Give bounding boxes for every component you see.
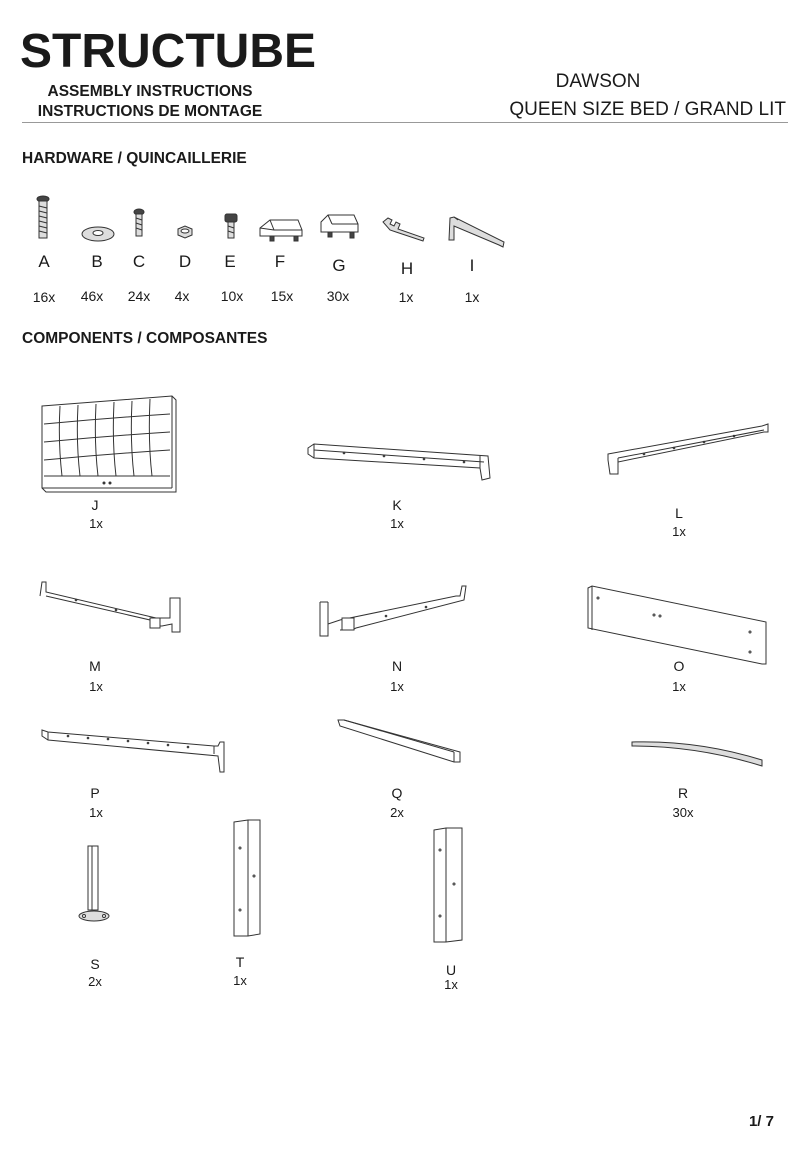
component-qty: 1x: [672, 679, 686, 694]
component-letter: U: [445, 962, 457, 978]
components-title: COMPONENTS / COMPOSANTES: [22, 330, 268, 347]
component-qty: 30x: [672, 805, 694, 820]
center-rail-icon: [39, 581, 181, 633]
component-letter: Q: [391, 785, 403, 801]
component-letter: S: [90, 956, 100, 972]
brand-logo: STRUCTUBE: [20, 25, 316, 78]
component-letter: N: [391, 658, 403, 674]
hardware-letter: G: [332, 256, 346, 275]
headboard-icon: [41, 395, 177, 493]
leg-panel-icon: [433, 827, 463, 943]
component-qty: 1x: [89, 516, 103, 531]
component-qty: 1x: [444, 977, 458, 992]
hardware-letter: A: [38, 252, 50, 271]
hardware-qty: 46x: [80, 288, 104, 304]
leg-panel-icon: [233, 819, 261, 937]
component-qty: 1x: [390, 516, 404, 531]
component-qty: 1x: [672, 524, 686, 539]
component-letter: J: [91, 497, 99, 513]
side-rail-icon: [307, 443, 491, 481]
hardware-qty: 16x: [32, 289, 56, 305]
hardware-qty: 1x: [398, 289, 414, 305]
component-letter: O: [673, 658, 685, 674]
side-rail-icon: [607, 423, 769, 475]
component-qty: 1x: [390, 679, 404, 694]
component-letter: T: [235, 954, 245, 970]
component-qty: 1x: [233, 973, 247, 988]
subtitle-french: INSTRUCTIONS DE MONTAGE: [37, 103, 263, 120]
small-bolt-icon: [133, 208, 145, 237]
hardware-qty: 24x: [127, 288, 151, 304]
hardware-qty: 30x: [326, 288, 350, 304]
bolt-icon: [36, 195, 50, 239]
hardware-letter: D: [178, 252, 192, 271]
component-letter: K: [392, 497, 402, 513]
slat-cap-icon: [320, 214, 359, 239]
hardware-qty: 10x: [220, 288, 244, 304]
hardware-letter: E: [224, 252, 236, 271]
component-qty: 1x: [89, 805, 103, 820]
page-number: 1/ 7: [748, 1113, 774, 1130]
product-description: QUEEN SIZE BED / GRAND LIT: [509, 99, 786, 120]
center-rail-icon: [319, 585, 467, 637]
hardware-letter: H: [400, 259, 414, 278]
support-bar-icon: [337, 719, 461, 763]
component-qty: 2x: [390, 805, 404, 820]
component-letter: L: [675, 505, 683, 521]
component-qty: 2x: [88, 974, 102, 989]
wrench-icon: [382, 217, 425, 242]
washer-icon: [81, 226, 115, 242]
footboard-panel-icon: [587, 585, 767, 665]
cross-bar-icon: [41, 729, 225, 773]
component-qty: 1x: [89, 679, 103, 694]
hardware-qty: 15x: [270, 288, 294, 304]
subtitle-english: ASSEMBLY INSTRUCTIONS: [47, 83, 253, 100]
hardware-letter: I: [469, 256, 475, 275]
product-name: DAWSON: [555, 71, 641, 92]
nut-icon: [177, 225, 193, 239]
slat-icon: [631, 741, 763, 767]
hardware-qty: 1x: [464, 289, 480, 305]
allen-key-icon: [448, 216, 505, 248]
component-letter: R: [677, 785, 689, 801]
hardware-letter: B: [91, 252, 103, 271]
hardware-letter: F: [274, 252, 286, 271]
component-letter: M: [89, 658, 101, 674]
hardware-title: HARDWARE / QUINCAILLERIE: [22, 150, 247, 167]
header-divider: [22, 122, 788, 123]
slat-holder-icon: [259, 219, 303, 242]
component-letter: P: [90, 785, 100, 801]
hardware-qty: 4x: [174, 288, 190, 304]
support-leg-icon: [78, 845, 110, 922]
hardware-letter: C: [132, 252, 146, 271]
short-bolt-icon: [224, 213, 238, 239]
